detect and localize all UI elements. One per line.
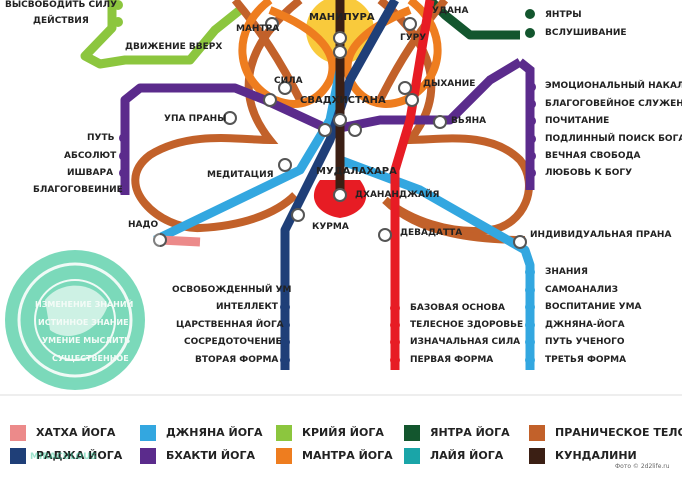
station-label: ВТОРАЯ ФОРМА [195, 355, 279, 365]
station-label: ПЕРВАЯ ФОРМА [410, 355, 494, 365]
photo-credit: Фото © 2d2life.ru [615, 463, 670, 470]
pranic-top-left [231, 0, 304, 102]
station-label: ЛЮБОВЬ К БОГУ [545, 168, 633, 178]
pranic-loop-left [131, 0, 303, 233]
station-label: БЛАГОГОВЕЙНОЕ СЛУЖЕНИЕ [545, 99, 682, 109]
station-label: ВОСПИТАНИЕ УМА [545, 302, 642, 312]
station-dot [113, 17, 123, 27]
kriya-line [80, 0, 243, 69]
legend-swatch-yantra [404, 425, 420, 441]
jnana-line [153, 69, 345, 245]
col-dots-right [526, 82, 536, 178]
station-label: БАЗОВАЯ ОСНОВА [410, 303, 506, 313]
station-label: ПУТЬ [87, 133, 115, 143]
watermark-text: СУЩЕСТВЕННОЕ [52, 354, 129, 363]
col-dots-hub [390, 303, 400, 365]
watermark-text: ИЗМЕНЕНИЕ ЗНАНИЙ [35, 300, 134, 309]
station-rings [153, 17, 527, 249]
col-dots-raja [280, 285, 290, 365]
legend-label: КРИЙЯ ЙОГА [302, 426, 384, 439]
pranic-top-right [376, 0, 449, 102]
legend-label: ДЖНЯНА ЙОГА [166, 426, 263, 439]
station-label: ПУТЬ УЧЕНОГО [545, 337, 625, 347]
legend-swatch-bhakti [140, 448, 156, 464]
legend-swatch-kriya [276, 425, 292, 441]
station-dot [525, 9, 535, 19]
watermark-fade [0, 225, 160, 390]
station-label: МАНИПУРА [309, 12, 375, 23]
col-dots-left [119, 133, 129, 195]
station-label: МЕДИТАЦИЯ [207, 170, 274, 180]
station-label: ИШВАРА [67, 168, 114, 178]
station-label: ДЕЙСТВИЯ [33, 16, 89, 26]
hub-line [390, 0, 435, 370]
station-label: ПОЧИТАНИЕ [545, 116, 610, 126]
mantra-loop-right [343, 0, 442, 108]
station-label: БЛАГОГОВЕИНИЕ [33, 185, 123, 195]
legend-swatch-raja [10, 448, 26, 464]
bhakti-right-branch [517, 58, 535, 190]
station-label: СОСРЕДОТОЧЕНИЕ [184, 337, 282, 347]
legend-swatch-mantra [276, 448, 292, 464]
station-label: ЗНАНИЯ [545, 267, 588, 277]
station-dot [525, 28, 535, 38]
station-label: ТРЕТЬЯ ФОРМА [545, 355, 627, 365]
legend-label: БХАКТИ ЙОГА [166, 449, 255, 462]
bhakti-line [120, 58, 523, 135]
station-label: ОСВОБОЖДЕННЫЙ УМ [172, 285, 292, 295]
station-label: УДАНА [432, 6, 469, 16]
station-label: ДХАНАНДЖАЙЯ [355, 190, 440, 200]
station-label: УПА ПРАНЫ [164, 114, 227, 124]
legend-label: ХАТХА ЙОГА [36, 426, 116, 439]
legend-swatch-pranic [529, 425, 545, 441]
watermark-text: ИСТИННОЕ ЗНАНИЕ [38, 318, 129, 327]
station-label: ИНТЕЛЛЕКТ [216, 302, 278, 312]
station-label: МУДАЛАХАРА [316, 166, 397, 177]
legend-label: ЯНТРА ЙОГА [430, 426, 510, 439]
station-label: НАДО [128, 220, 159, 230]
station-label: ЭМОЦИОНАЛЬНЫЙ НАКАЛ [545, 81, 682, 91]
col-dots-jnana [525, 267, 535, 365]
station-label: ВЫСВОБОДИТЬ СИЛУ [5, 0, 118, 10]
station-label: МАНТРА [236, 24, 280, 34]
station-label: ДЕВАДАТТА [400, 228, 463, 238]
watermark-logo [5, 250, 145, 390]
legend-swatch-kundalini [529, 448, 545, 464]
station-dot [113, 0, 123, 10]
raja-line [280, 0, 399, 370]
station-label: ДВИЖЕНИЕ ВВЕРХ [125, 42, 223, 52]
legend-label: КУНДАЛИНИ [555, 449, 637, 462]
station-label: СИЛА [274, 76, 303, 86]
station-label: ПОДЛИННЫЙ ПОИСК БОГА [545, 134, 682, 144]
legend-swatch-jnana [140, 425, 156, 441]
station-label: ДЖНЯНА-ЙОГА [545, 320, 625, 330]
legend-label: ПРАНИЧЕСКОЕ ТЕЛО [555, 426, 682, 439]
station-label: ВЕЧНАЯ СВОБОДА [545, 151, 641, 161]
station-label: ИНДИВИДУАЛЬНАЯ ПРАНА [530, 230, 672, 240]
legend-swatch-hatha [10, 425, 26, 441]
station-label: ГУРУ [400, 33, 427, 43]
station-label: КУРМА [312, 222, 349, 232]
legend-label: РАДЖА ЙОГА [36, 449, 123, 462]
station-label: ДЫХАНИЕ [423, 79, 476, 89]
legend-label: ЛАЙЯ ЙОГА [430, 449, 504, 462]
station-label: ВСЛУШИВАНИЕ [545, 28, 627, 38]
station-label: АБСОЛЮТ [64, 151, 117, 161]
station-label: ИЗНАЧАЛЬНАЯ СИЛА [410, 337, 521, 347]
watermark-brand: MIRACULOUS [30, 452, 97, 462]
station-label: САМОАНАЛИЗ [545, 285, 619, 295]
watermark-text: УМЕНИЕ МЫСЛИТЬ [42, 336, 131, 345]
station-label: ВЬЯНА [451, 116, 487, 126]
legend-swatch-laya [404, 448, 420, 464]
legend-label: МАНТРА ЙОГА [302, 449, 393, 462]
station-label: СВАДХИСТАНА [300, 95, 386, 106]
station-label: ЯНТРЫ [545, 10, 582, 20]
mantra-loop-left [238, 0, 337, 108]
station-label: ТЕЛЕСНОЕ ЗДОРОВЬЕ [410, 320, 524, 330]
station-label: ЦАРСТВЕННАЯ ЙОГА [176, 320, 284, 330]
